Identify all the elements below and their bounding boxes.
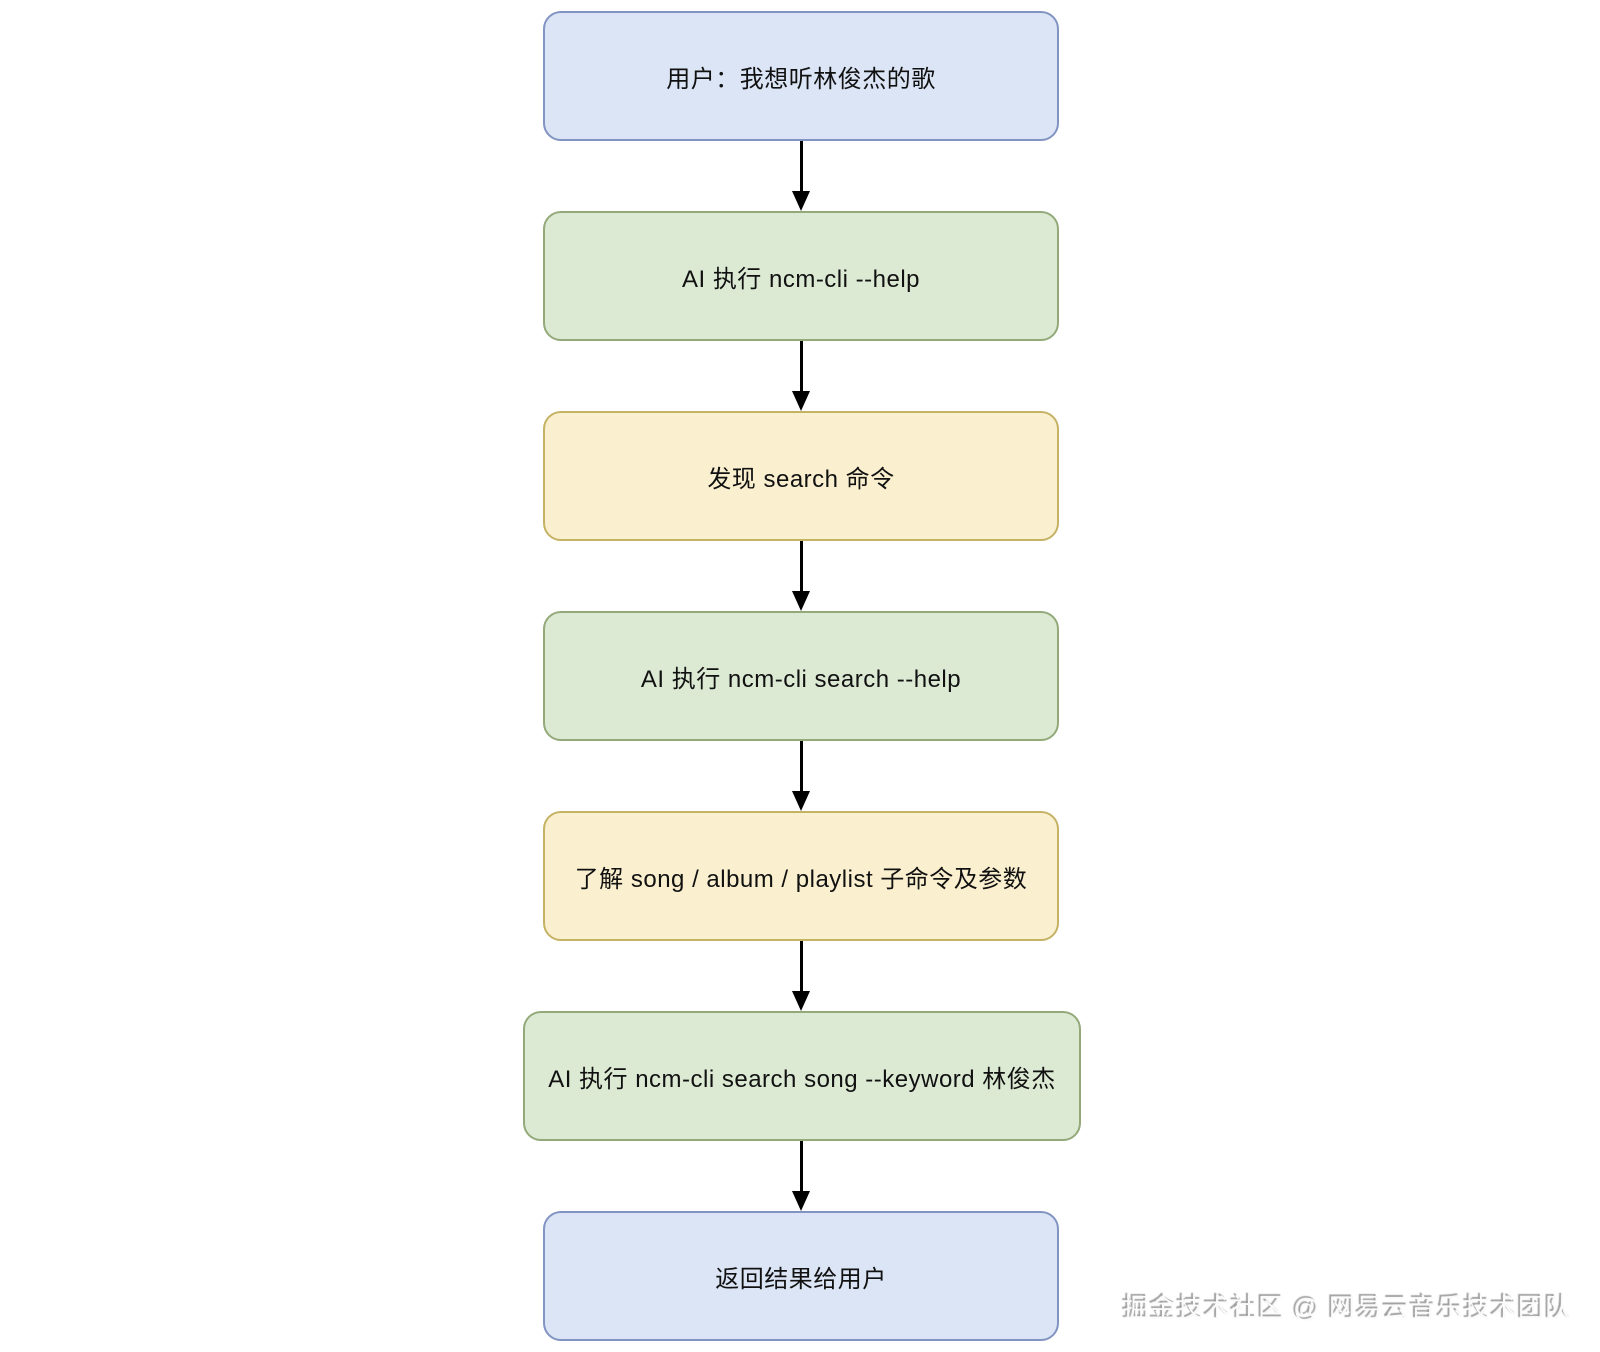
flow-node-return-result: 返回结果给用户 bbox=[543, 1211, 1059, 1341]
arrow-head-icon bbox=[792, 591, 810, 611]
arrow-line bbox=[800, 741, 803, 805]
flow-node-label: 返回结果给用户 bbox=[715, 1265, 887, 1293]
connector-arrow-down-icon bbox=[792, 341, 810, 411]
flow-node-label: 发现 search 命令 bbox=[707, 465, 895, 493]
flow-node-label: AI 执行 ncm-cli search song --keyword 林俊杰 bbox=[548, 1065, 1056, 1093]
arrow-line bbox=[800, 541, 803, 605]
connector-arrow-down-icon bbox=[792, 1141, 810, 1211]
flow-node-label: AI 执行 ncm-cli search --help bbox=[640, 665, 962, 693]
flow-node-ai-run-search-song: AI 执行 ncm-cli search song --keyword 林俊杰 bbox=[523, 1011, 1081, 1141]
arrow-head-icon bbox=[792, 191, 810, 211]
flow-node-label: 了解 song / album / playlist 子命令及参数 bbox=[574, 865, 1028, 893]
flow-node-discover-search: 发现 search 命令 bbox=[543, 411, 1059, 541]
connector-arrow-down-icon bbox=[792, 941, 810, 1011]
connector-arrow-down-icon bbox=[792, 141, 810, 211]
arrow-line bbox=[800, 1141, 803, 1205]
flow-node-ai-run-help: AI 执行 ncm-cli --help bbox=[543, 211, 1059, 341]
flow-node-label: AI 执行 ncm-cli --help bbox=[681, 265, 921, 293]
arrow-head-icon bbox=[792, 991, 810, 1011]
arrow-line bbox=[800, 941, 803, 1005]
flow-node-ai-run-search-help: AI 执行 ncm-cli search --help bbox=[543, 611, 1059, 741]
connector-arrow-down-icon bbox=[792, 541, 810, 611]
arrow-head-icon bbox=[792, 1191, 810, 1211]
arrow-line bbox=[800, 141, 803, 205]
watermark-text: 掘金技术社区 @ 网易云音乐技术团队 bbox=[1123, 1293, 1572, 1323]
connector-arrow-down-icon bbox=[792, 741, 810, 811]
flow-node-label: 用户：我想听林俊杰的歌 bbox=[666, 65, 936, 93]
flow-node-user-request: 用户：我想听林俊杰的歌 bbox=[543, 11, 1059, 141]
flow-node-learn-subcommands: 了解 song / album / playlist 子命令及参数 bbox=[543, 811, 1059, 941]
arrow-line bbox=[800, 341, 803, 405]
arrow-head-icon bbox=[792, 791, 810, 811]
arrow-head-icon bbox=[792, 391, 810, 411]
